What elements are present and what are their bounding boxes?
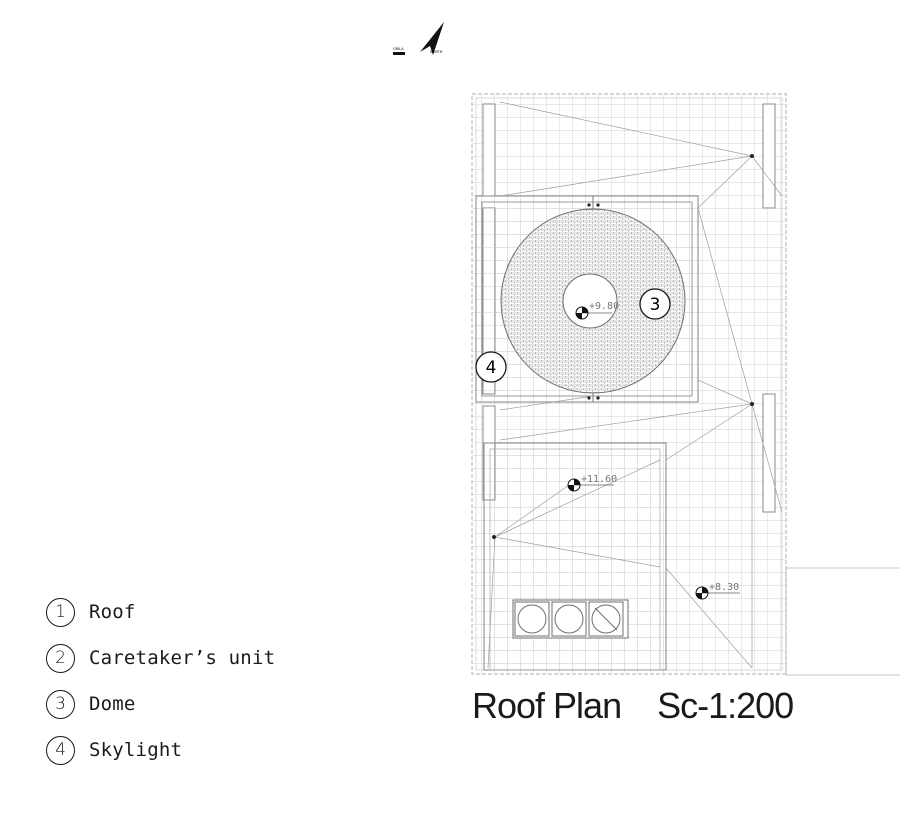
plan-title-block: Roof Plan Sc-1:200 xyxy=(472,685,794,727)
legend-label: Roof xyxy=(89,601,136,623)
legend-label: Skylight xyxy=(89,739,183,761)
drain-icon xyxy=(492,154,754,539)
callout-skylight-number: 4 xyxy=(486,358,497,378)
legend-item-skylight: 4 Skylight xyxy=(46,727,275,773)
legend-item-caretakers-unit: 2 Caretaker’s unit xyxy=(46,635,275,681)
drainage-lines xyxy=(487,101,783,669)
legend-item-dome: 3 Dome xyxy=(46,681,275,727)
level-marker-upper: +11.60 xyxy=(567,474,617,492)
plan-scale: Sc-1:200 xyxy=(657,685,794,726)
callout-dome: 3 xyxy=(639,288,671,320)
level-label-roof: +8.30 xyxy=(709,582,739,593)
legend-number: 1 xyxy=(46,597,75,627)
compass-grid-label: GRILA xyxy=(393,47,404,51)
neighbor-edge xyxy=(785,567,900,676)
level-marker-roof: +8.30 xyxy=(695,582,740,600)
legend-number: 2 xyxy=(46,643,75,673)
legend: 1 Roof 2 Caretaker’s unit 3 Dome 4 Skyli… xyxy=(46,589,275,773)
legend-number: 4 xyxy=(46,735,75,765)
water-tanks xyxy=(512,599,629,639)
callout-skylight: 4 xyxy=(475,351,507,383)
legend-number: 3 xyxy=(46,689,75,719)
legend-label: Caretaker’s unit xyxy=(89,647,276,669)
legend-label: Dome xyxy=(89,693,136,715)
callout-dome-number: 3 xyxy=(650,295,661,315)
north-arrow-icon: GRILA NORTH xyxy=(393,22,444,55)
plan-title: Roof Plan xyxy=(472,685,622,726)
level-marker-dome: +9.80 xyxy=(575,301,619,320)
level-label-dome: +9.80 xyxy=(589,301,619,312)
level-label-upper: +11.60 xyxy=(581,474,617,485)
legend-item-roof: 1 Roof xyxy=(46,589,275,635)
compass-north-label: NORTH xyxy=(430,50,443,54)
